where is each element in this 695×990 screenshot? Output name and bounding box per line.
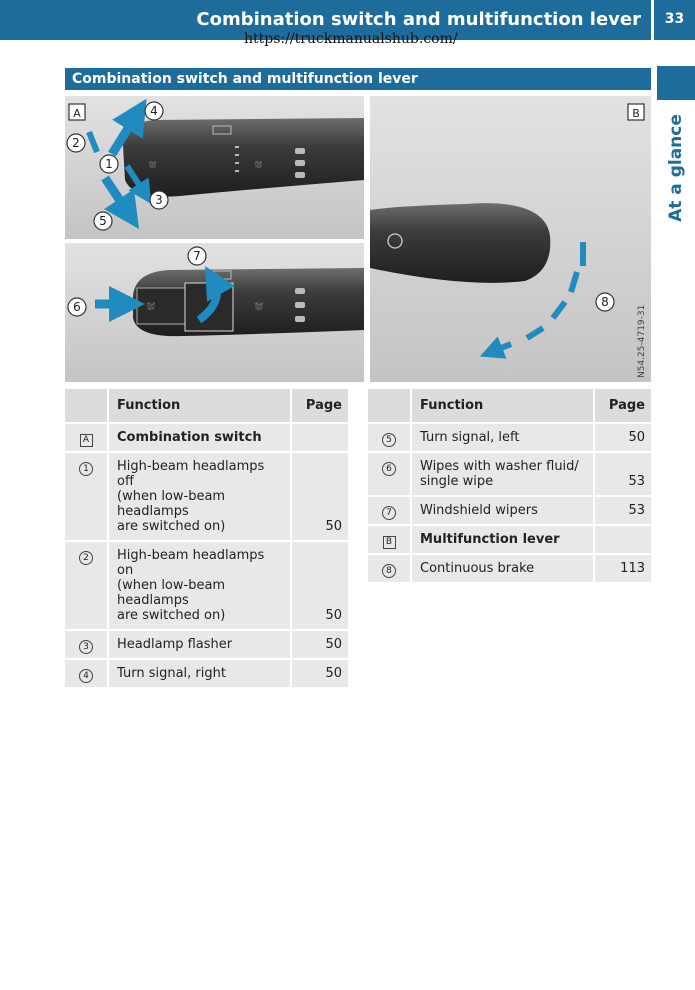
callout-6: 6 bbox=[67, 297, 87, 317]
callout-8: 8 bbox=[595, 292, 615, 312]
wiper-symbol-a-1: ⛆ bbox=[149, 160, 156, 171]
key-circle: 8 bbox=[382, 564, 396, 578]
row-page: 50 bbox=[291, 452, 348, 542]
table-row: B Multifunction lever bbox=[368, 525, 651, 555]
image-code: N54.25-4719-31 bbox=[637, 305, 647, 378]
callout-3: 3 bbox=[149, 190, 169, 210]
row-page: 50 bbox=[291, 541, 348, 631]
row-function: High-beam headlamps off (when low-beam h… bbox=[108, 452, 292, 542]
key-circle: 6 bbox=[382, 462, 396, 476]
table-row: 7 Windshield wipers 53 bbox=[368, 496, 651, 526]
table-row: 6 Wipes with washer fluid/ single wipe 5… bbox=[368, 452, 651, 497]
row-page: 50 bbox=[594, 423, 651, 453]
key-circle: 4 bbox=[79, 669, 93, 683]
function-table-left: Function Page A Combination switch 1 Hig… bbox=[65, 389, 348, 689]
key-circle: 7 bbox=[382, 506, 396, 520]
panel-label-a: A bbox=[73, 107, 81, 120]
row-page: 50 bbox=[291, 659, 348, 689]
side-tab-label: At a glance bbox=[666, 114, 686, 222]
table-row: A Combination switch bbox=[65, 423, 348, 453]
section-header: Combination switch and multifunction lev… bbox=[65, 68, 651, 90]
row-page bbox=[594, 525, 651, 555]
table-row: 3 Headlamp flasher 50 bbox=[65, 630, 348, 660]
panel-a-bottom: ⛆ ⛆ bbox=[65, 243, 364, 382]
function-table-right: Function Page 5 Turn signal, left 50 6 W… bbox=[368, 389, 651, 584]
svg-text:3: 3 bbox=[155, 193, 163, 207]
table-row: 2 High-beam headlamps on (when low-beam … bbox=[65, 541, 348, 631]
header-function: Function bbox=[411, 389, 595, 424]
panel-label-b: B bbox=[632, 107, 640, 120]
key-square: B bbox=[382, 536, 396, 549]
arrow-4-icon bbox=[108, 98, 147, 157]
callout-7: 7 bbox=[187, 246, 207, 266]
svg-text:1: 1 bbox=[105, 157, 113, 171]
side-tab-marker bbox=[657, 66, 695, 100]
wiper-symbol-b-1: ⛆ bbox=[147, 302, 155, 313]
callout-2: 2 bbox=[66, 133, 86, 153]
row-page: 53 bbox=[594, 496, 651, 526]
header-page: Page bbox=[291, 389, 348, 424]
header-key bbox=[65, 389, 109, 424]
row-function: Combination switch bbox=[108, 423, 292, 453]
header-page: Page bbox=[594, 389, 651, 424]
svg-text:6: 6 bbox=[73, 300, 81, 314]
row-function: Windshield wipers bbox=[411, 496, 595, 526]
arrow-3-icon bbox=[124, 164, 152, 205]
row-function: Headlamp flasher bbox=[108, 630, 292, 660]
callout-1: 1 bbox=[99, 154, 119, 174]
combination-switch-figure: ⛆ ⛆ A ⛆ ⛆ bbox=[65, 96, 651, 382]
table-row: 1 High-beam headlamps off (when low-beam… bbox=[65, 452, 348, 542]
top-bar: Combination switch and multifunction lev… bbox=[0, 0, 695, 40]
header-function: Function bbox=[108, 389, 292, 424]
svg-text:4: 4 bbox=[150, 104, 158, 118]
row-page: 113 bbox=[594, 554, 651, 584]
page-number: 33 bbox=[664, 11, 685, 27]
svg-text:5: 5 bbox=[99, 214, 107, 228]
header-divider bbox=[651, 0, 654, 40]
arrow-5-icon bbox=[101, 175, 139, 229]
row-page: 50 bbox=[291, 630, 348, 660]
table-header-row: Function Page bbox=[65, 389, 348, 424]
watermark-url: https://truckmanualshub.com/ bbox=[244, 31, 458, 47]
row-function: Turn signal, right bbox=[108, 659, 292, 689]
key-circle: 5 bbox=[382, 433, 396, 447]
svg-text:2: 2 bbox=[72, 136, 80, 150]
svg-text:8: 8 bbox=[601, 295, 609, 309]
key-circle: 1 bbox=[79, 462, 93, 476]
wiper-symbol-a-2: ⛆ bbox=[255, 160, 262, 171]
wiper-symbol-b-2: ⛆ bbox=[255, 302, 263, 313]
callout-4: 4 bbox=[144, 101, 164, 121]
key-square: A bbox=[79, 434, 93, 447]
key-circle: 2 bbox=[79, 551, 93, 565]
key-circle: 3 bbox=[79, 640, 93, 654]
header-key bbox=[368, 389, 412, 424]
svg-text:7: 7 bbox=[193, 249, 201, 263]
table-row: 5 Turn signal, left 50 bbox=[368, 423, 651, 453]
table-header-row: Function Page bbox=[368, 389, 651, 424]
row-page bbox=[291, 423, 348, 453]
table-row: 4 Turn signal, right 50 bbox=[65, 659, 348, 689]
row-function: High-beam headlamps on (when low-beam he… bbox=[108, 541, 292, 631]
row-function: Continuous brake bbox=[411, 554, 595, 584]
arrow-8-icon bbox=[491, 242, 586, 352]
row-function: Turn signal, left bbox=[411, 423, 595, 453]
row-function: Multifunction lever bbox=[411, 525, 595, 555]
arrow-7-icon bbox=[196, 266, 235, 324]
continuous-brake-symbol-icon bbox=[387, 233, 403, 249]
row-page: 53 bbox=[594, 452, 651, 497]
table-row: 8 Continuous brake 113 bbox=[368, 554, 651, 584]
running-header-title: Combination switch and multifunction lev… bbox=[196, 9, 641, 30]
arrow-2-icon bbox=[86, 130, 100, 154]
panel-b: B N54.25-4719-31 bbox=[370, 96, 651, 382]
callout-5: 5 bbox=[93, 211, 113, 231]
row-function: Wipes with washer fluid/ single wipe bbox=[411, 452, 595, 497]
panel-a-top: ⛆ ⛆ A bbox=[65, 96, 364, 239]
